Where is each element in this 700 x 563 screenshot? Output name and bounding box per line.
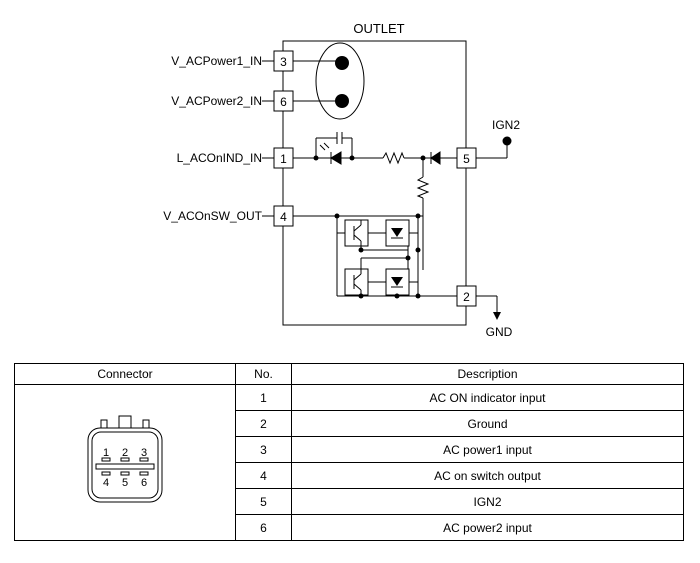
connector-pin-label: 1 [103, 447, 109, 459]
pin-no: 5 [235, 488, 292, 515]
table-header-row: Connector No. Description [14, 363, 684, 385]
pin-description: AC power1 input [291, 436, 684, 463]
gnd-arrow [493, 312, 501, 320]
connector-pin-label: 4 [103, 477, 109, 489]
pin-number: 4 [280, 210, 287, 224]
pin-no: 1 [235, 384, 292, 411]
header-description: Description [291, 363, 684, 385]
resistor-vertical [416, 176, 430, 199]
header-connector: Connector [14, 363, 236, 385]
socket-contact-2 [335, 94, 349, 108]
connector-pin-label: 3 [141, 447, 147, 459]
table-row: 1 2 3 4 5 6 1 AC ON indicator input [14, 384, 684, 541]
connector-pin-label: 5 [122, 477, 128, 489]
relay-2 [344, 268, 369, 296]
connector-pin-label: 6 [141, 477, 147, 489]
pin-description: IGN2 [291, 488, 684, 515]
pin-boxes [273, 50, 477, 307]
resistor-horizontal [382, 151, 405, 165]
header-no: No. [235, 363, 292, 385]
connector-pin-label: 2 [122, 447, 128, 459]
pin-no: 6 [235, 514, 292, 541]
pin-number: 2 [463, 290, 470, 304]
outlet-schematic: OUTLET [163, 21, 520, 339]
outlet-body [282, 40, 467, 326]
connector-illustration-cell: 1 2 3 4 5 6 [14, 384, 236, 541]
pin-number: 3 [280, 55, 287, 69]
table-row: 6 AC power2 input [15, 514, 684, 541]
indicator-led [319, 142, 342, 165]
signal-label-gnd: GND [486, 325, 513, 339]
pin-description: AC power2 input [291, 514, 684, 541]
connector-icon: 1 2 3 4 5 6 [87, 415, 163, 503]
component-title: OUTLET [353, 21, 404, 36]
socket-contact-1 [335, 56, 349, 70]
diode [430, 151, 441, 165]
pin-number: 5 [463, 152, 470, 166]
signal-label: V_ACOnSW_OUT [163, 209, 262, 223]
pin-no: 2 [235, 410, 292, 437]
signal-label-ign2: IGN2 [492, 118, 520, 132]
pin-number: 6 [280, 95, 287, 109]
pin-number: 1 [280, 152, 287, 166]
signal-label: V_ACPower2_IN [171, 94, 262, 108]
pin-no: 4 [235, 462, 292, 489]
signal-label: L_ACOnIND_IN [177, 151, 262, 165]
pin-description: AC on switch output [291, 462, 684, 489]
ign2-terminal [502, 136, 512, 146]
table-row: 5 IGN2 [15, 488, 684, 515]
pin-no: 3 [235, 436, 292, 463]
connector-table: Connector No. Description [14, 363, 684, 541]
signal-label: V_ACPower1_IN [171, 54, 262, 68]
relay-1 [344, 219, 369, 247]
pin-description: Ground [291, 410, 684, 437]
pin-description: AC ON indicator input [291, 384, 684, 411]
power-socket [315, 42, 365, 120]
